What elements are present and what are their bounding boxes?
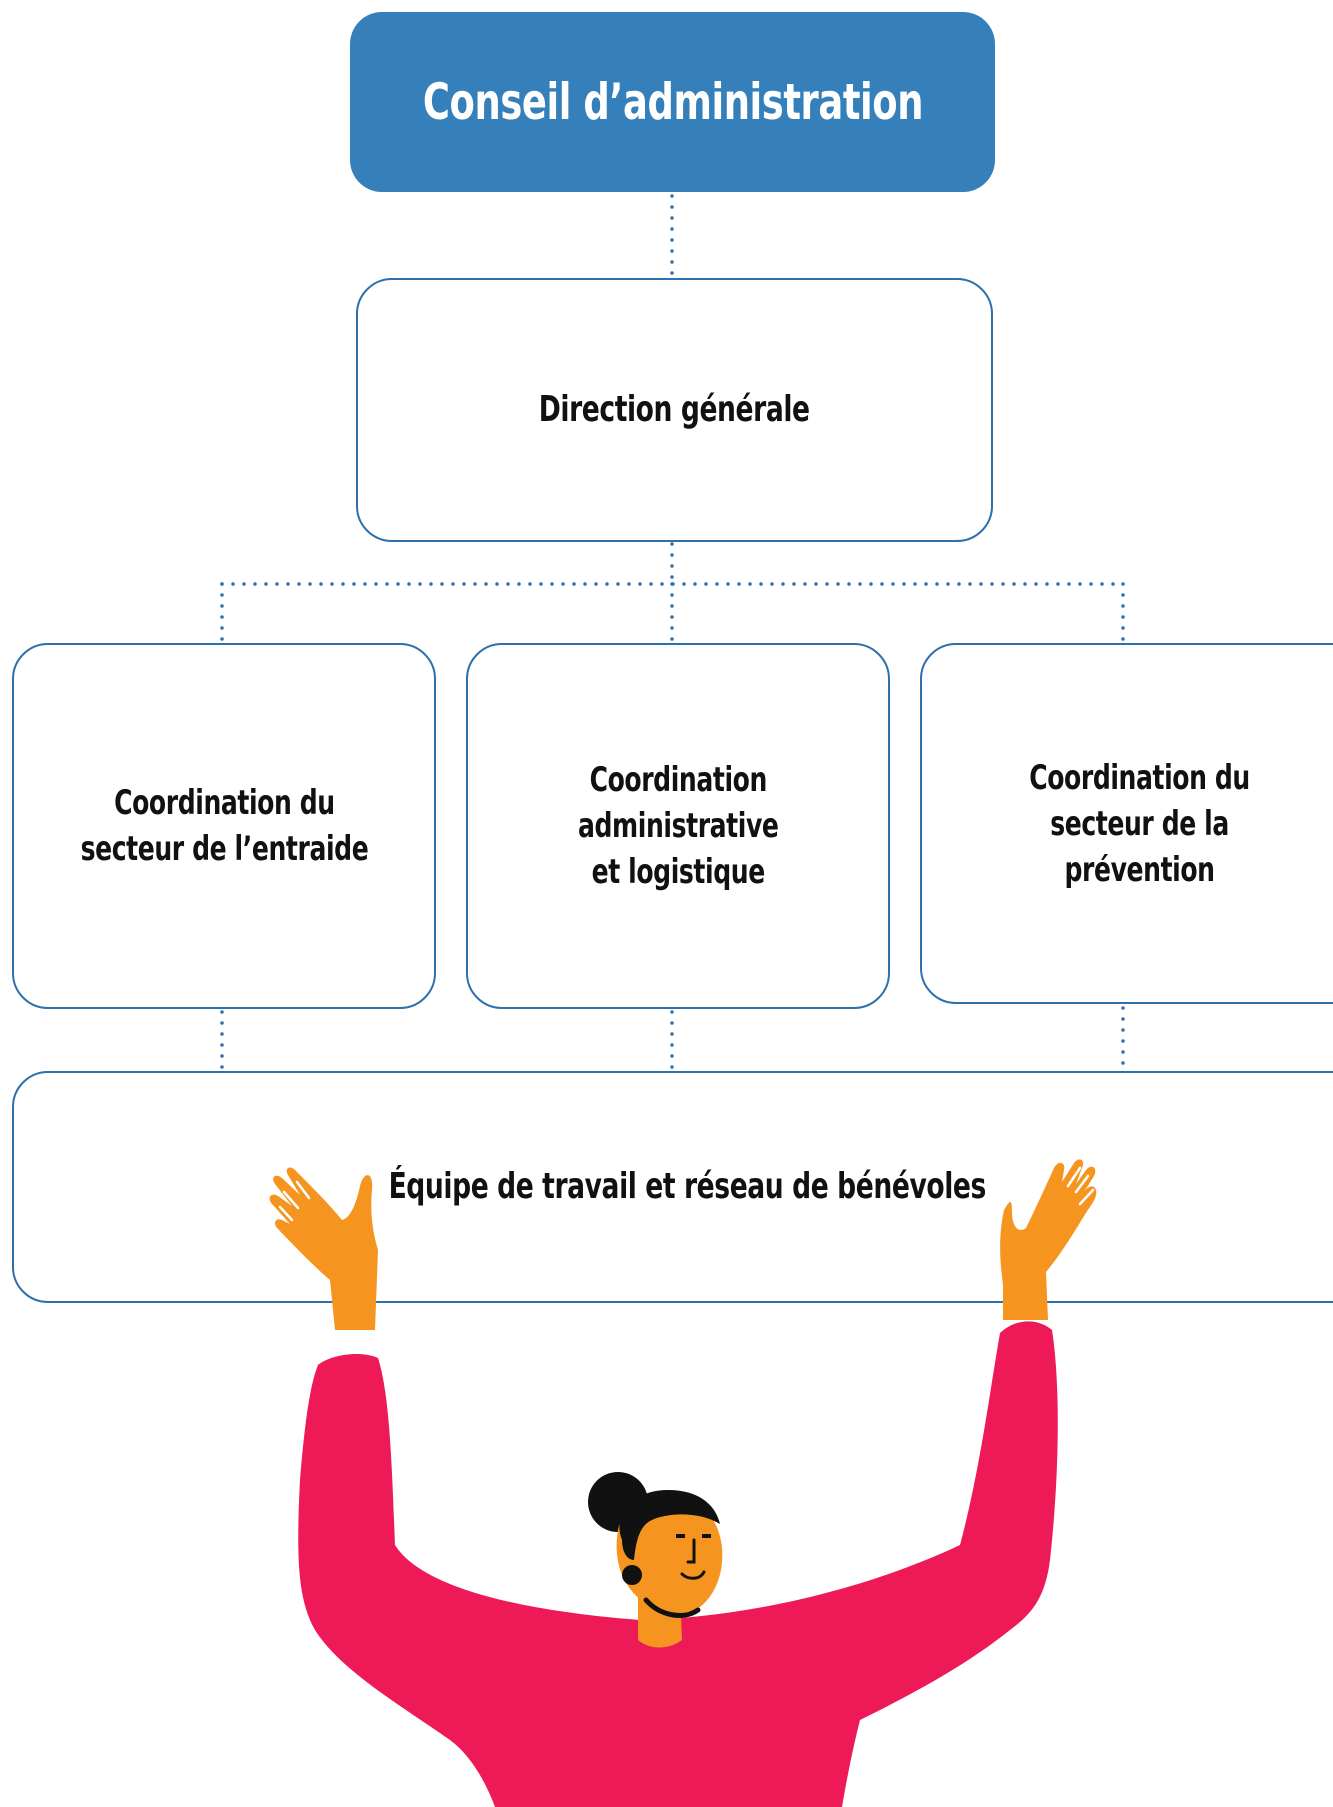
sweater-icon [298, 1321, 1058, 1807]
board-label: Conseil d’administration [422, 73, 923, 131]
team-volunteers-box: Équipe de travail et réseau de bénévoles [12, 1071, 1333, 1303]
left-hand-icon [269, 1167, 378, 1330]
coordination-entraide-box: Coordination du secteur de l’entraide [12, 643, 436, 1009]
coordination-prevention-label: Coordination du secteur de la prévention [1029, 757, 1251, 890]
coordination-admin-label: Coordination administrative et logistiqu… [577, 760, 779, 892]
head-icon [588, 1472, 723, 1618]
general-management-box: Direction générale [356, 278, 993, 542]
coordination-entraide-label: Coordination du secteur de l’entraide [80, 783, 368, 869]
coordination-prevention-box: Coordination du secteur de la prévention [920, 643, 1333, 1004]
team-label: Équipe de travail et réseau de bénévoles [388, 1166, 986, 1207]
coordination-admin-box: Coordination administrative et logistiqu… [466, 643, 890, 1009]
board-of-directors-box: Conseil d’administration [350, 12, 995, 192]
right-hand-icon [1000, 1159, 1097, 1320]
direction-label: Direction générale [539, 389, 810, 430]
